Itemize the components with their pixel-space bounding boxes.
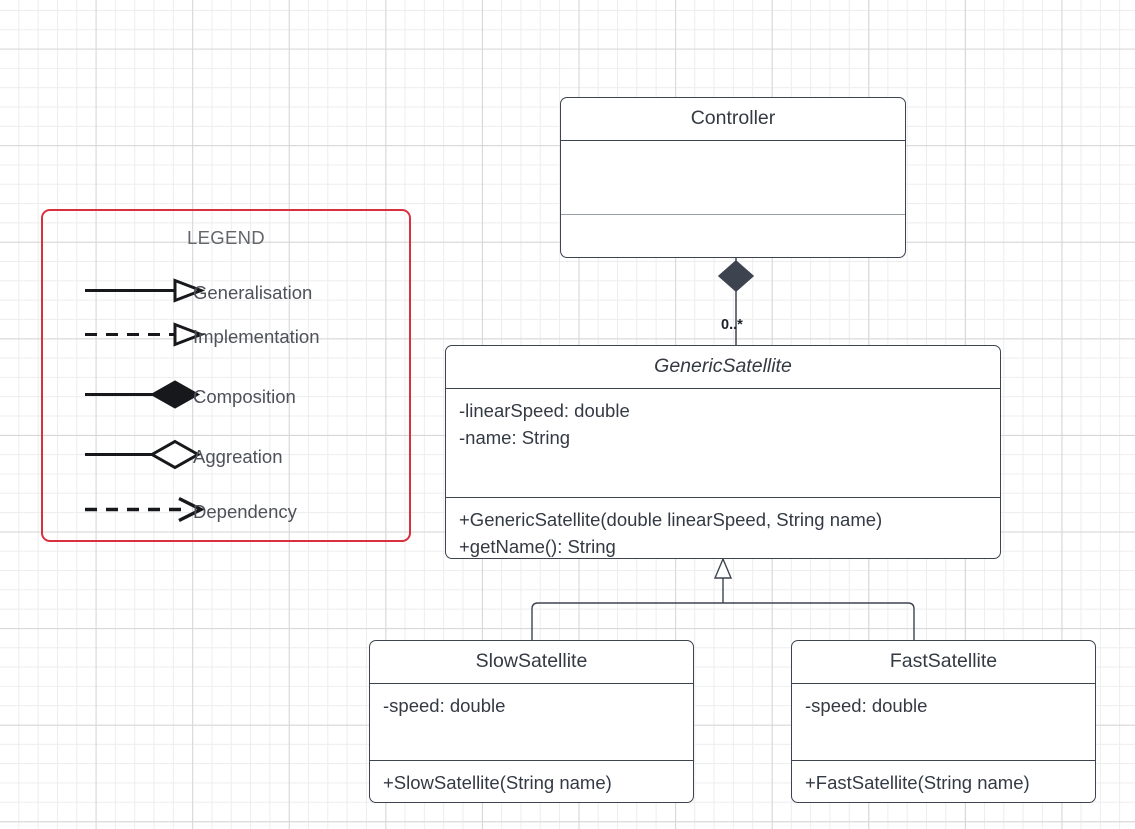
class-box-fast-satellite[interactable]: FastSatellite -speed: double +FastSatell… [791, 640, 1096, 803]
generalisation-connector[interactable] [531, 557, 915, 640]
multiplicity-label-composition: 0..* [721, 317, 743, 333]
legend-label-aggregation: Aggreation [193, 446, 283, 467]
class-attributes-fast-satellite: -speed: double [792, 683, 1095, 760]
implementation-arrow-icon [83, 322, 219, 353]
legend-label-composition: Composition [193, 386, 296, 407]
legend-item-implementation[interactable]: Implementation [43, 317, 409, 357]
legend-item-aggregation[interactable]: Aggreation [43, 437, 409, 477]
class-title-controller: Controller [690, 107, 776, 129]
legend-label-dependency: Dependency [193, 501, 297, 522]
legend-item-dependency[interactable]: Dependency [43, 492, 409, 532]
class-title-slow-satellite: SlowSatellite [475, 650, 588, 672]
class-box-slow-satellite[interactable]: SlowSatellite -speed: double +SlowSatell… [369, 640, 694, 803]
legend-label-implementation: Implementation [193, 326, 320, 347]
class-attributes-generic-satellite: -linearSpeed: double -name: String [446, 388, 1000, 497]
legend-title: LEGEND [187, 227, 265, 248]
class-attributes-slow-satellite: -speed: double [370, 683, 693, 760]
class-methods-slow-satellite: +SlowSatellite(String name) [370, 760, 693, 802]
legend-item-composition[interactable]: Composition [43, 377, 409, 417]
class-title-generic-satellite: GenericSatellite [654, 355, 792, 377]
class-attributes-controller [561, 140, 905, 214]
composition-diamond-icon [83, 380, 219, 415]
class-box-generic-satellite[interactable]: GenericSatellite -linearSpeed: double -n… [445, 345, 1001, 559]
generalisation-arrow-icon [83, 278, 219, 309]
class-methods-fast-satellite: +FastSatellite(String name) [792, 760, 1095, 802]
dependency-arrow-icon [83, 496, 219, 528]
class-box-controller[interactable]: Controller [560, 97, 906, 258]
aggregation-diamond-icon [83, 439, 219, 475]
legend-label-generalisation: Generalisation [193, 282, 313, 303]
legend-item-generalisation[interactable]: Generalisation [43, 273, 409, 313]
legend-panel[interactable]: LEGEND Generalisation Implementation [41, 209, 411, 542]
class-methods-controller [561, 214, 905, 257]
class-title-fast-satellite: FastSatellite [889, 650, 998, 672]
class-methods-generic-satellite: +GenericSatellite(double linearSpeed, St… [446, 497, 1000, 558]
